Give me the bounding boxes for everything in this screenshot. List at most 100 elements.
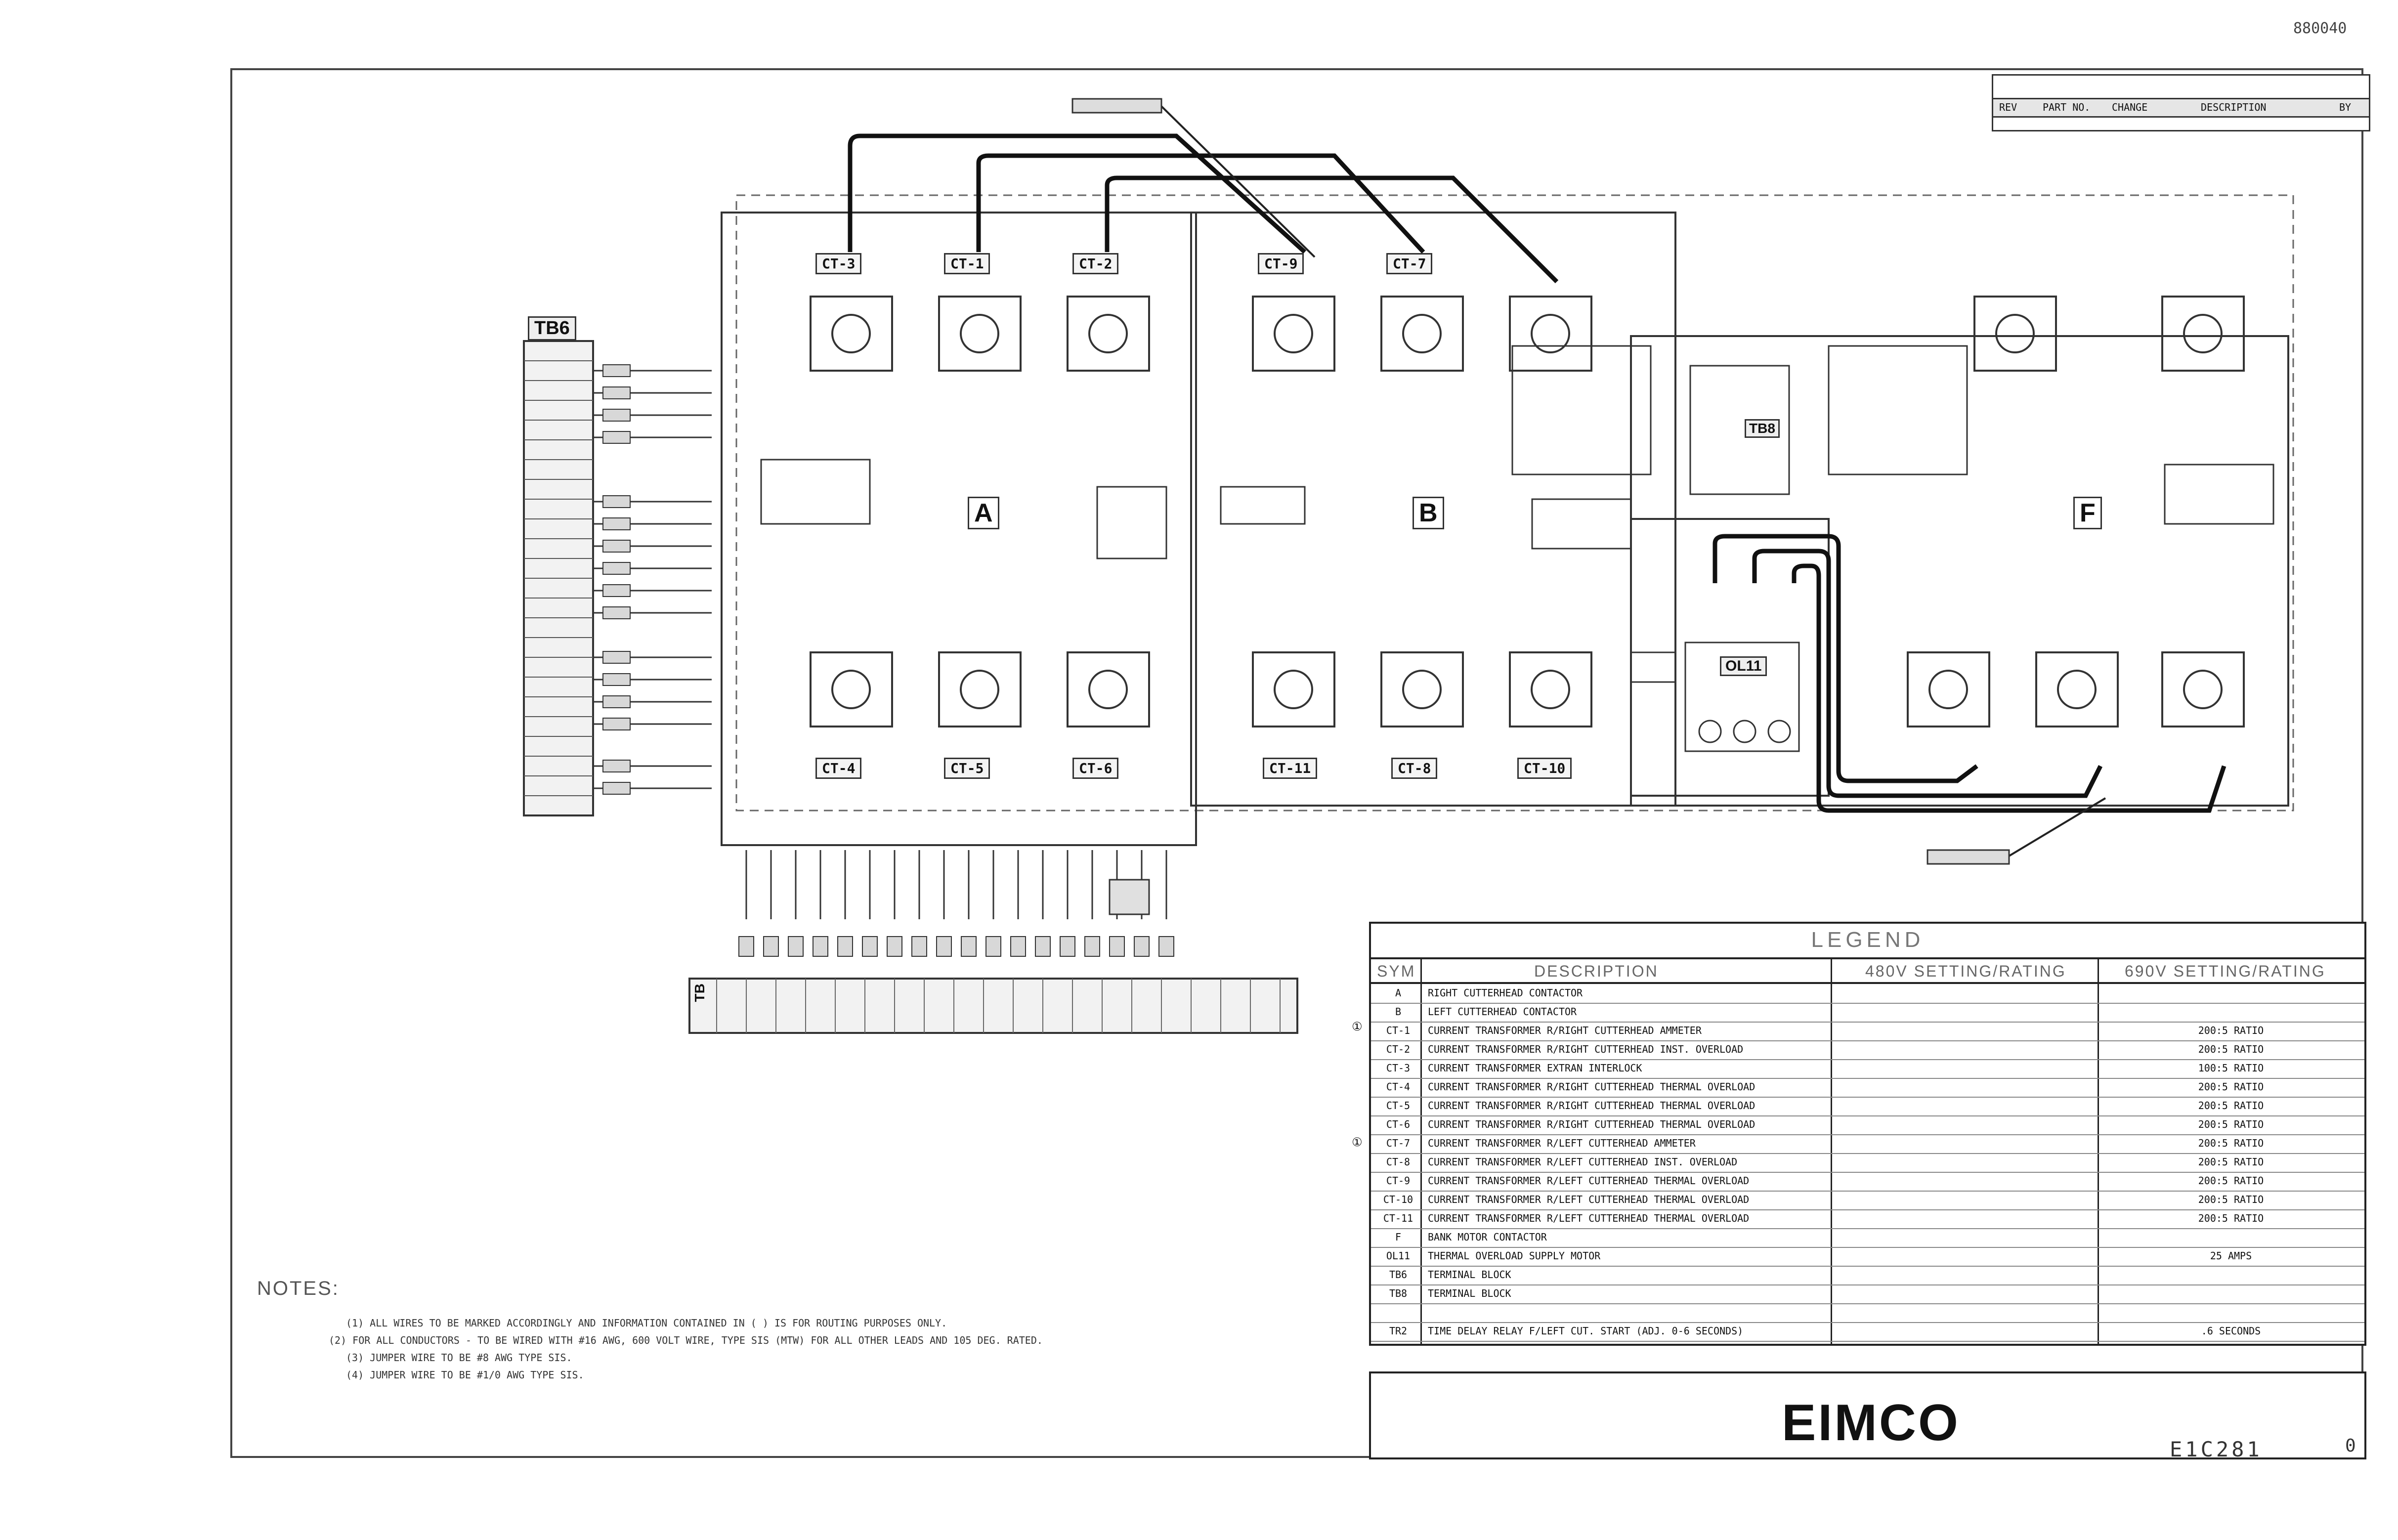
legend-desc: CURRENT TRANSFORMER R/RIGHT CUTTERHEAD T…	[1428, 1081, 1756, 1093]
cable-top-1	[848, 133, 1307, 254]
overload-circles	[1698, 720, 1791, 743]
legend-header: SYM DESCRIPTION 480V SETTING/RATING 690V…	[1371, 957, 2364, 984]
legend-690: 25 AMPS	[2210, 1250, 2252, 1262]
ol11-label: OL11	[1720, 656, 1767, 676]
drawing-number: E1C281	[2170, 1437, 2263, 1461]
note-item: (3) JUMPER WIRE TO BE #8 AWG TYPE SIS.	[346, 1352, 572, 1364]
legend-sym: OL11	[1386, 1250, 1411, 1262]
legend-desc: CURRENT TRANSFORMER EXTRAN INTERLOCK	[1428, 1062, 1642, 1074]
legend-desc: CURRENT TRANSFORMER R/RIGHT CUTTERHEAD T…	[1428, 1100, 1756, 1112]
panel-right	[1630, 335, 2289, 807]
ct-label-bottom: CT-6	[1072, 758, 1119, 779]
ct-label-bottom: CT-5	[944, 758, 990, 779]
legend-690: 200:5 RATIO	[2198, 1175, 2264, 1187]
jumper-block	[1109, 879, 1150, 915]
legend-690: 200:5 RATIO	[2198, 1137, 2264, 1149]
legend-row	[1371, 1303, 2364, 1323]
legend-row: B LEFT CUTTERHEAD CONTACTOR	[1371, 1003, 2364, 1023]
legend-divider	[2098, 957, 2099, 1344]
legend-desc: TIME DELAY RELAY F/LEFT CUT. START (ADJ.…	[1428, 1325, 1744, 1337]
legend-sym: CT-3	[1386, 1062, 1411, 1074]
sheet-border	[230, 68, 2363, 1458]
legend-sym: F	[1395, 1231, 1402, 1243]
rev-col-desc: DESCRIPTION	[2201, 101, 2267, 113]
legend-sym: CT-10	[1383, 1194, 1413, 1205]
legend-desc: TERMINAL BLOCK	[1428, 1287, 1511, 1299]
legend-col-desc: DESCRIPTION	[1534, 962, 1659, 980]
legend-690: 200:5 RATIO	[2198, 1212, 2264, 1224]
company-logo: EIMCO	[1782, 1394, 1960, 1452]
cable-bottom-leader	[2006, 797, 2106, 858]
cable-top-3	[1105, 175, 1559, 284]
tb-bottom-wire-tags	[738, 936, 1174, 957]
tb-bottom-label: TB	[692, 984, 707, 1002]
legend-row: F BANK MOTOR CONTACTOR	[1371, 1228, 2364, 1248]
ct-label-top: CT-1	[944, 253, 990, 274]
enclosure-outline	[735, 194, 2294, 812]
legend-divider	[1420, 957, 1422, 1344]
legend-desc: RIGHT CUTTERHEAD CONTACTOR	[1428, 987, 1583, 999]
legend-desc: BANK MOTOR CONTACTOR	[1428, 1231, 1547, 1243]
legend-desc: CURRENT TRANSFORMER R/LEFT CUTTERHEAD AM…	[1428, 1137, 1696, 1149]
legend-row: A RIGHT CUTTERHEAD CONTACTOR	[1371, 984, 2364, 1004]
ct-label-top: CT-9	[1258, 253, 1304, 274]
tb-bottom-terminals	[716, 979, 1281, 1033]
legend-divider	[1831, 957, 1832, 1344]
tb6-wire-tags	[602, 364, 631, 795]
legend-desc: CURRENT TRANSFORMER R/LEFT CUTTERHEAD IN…	[1428, 1156, 1738, 1168]
revision-block: REV PART NO. CHANGE DESCRIPTION BY	[1992, 74, 2370, 131]
cable-right-1	[1713, 534, 1978, 783]
tb6-label: TB6	[528, 316, 576, 341]
legend-sym: A	[1395, 987, 1402, 999]
cable-tag-top	[1071, 98, 1162, 114]
legend-690: 200:5 RATIO	[2198, 1118, 2264, 1130]
rev-col-by: BY	[2339, 101, 2352, 113]
legend-desc: TERMINAL BLOCK	[1428, 1269, 1511, 1281]
legend-table: LEGEND SYM DESCRIPTION 480V SETTING/RATI…	[1369, 922, 2366, 1346]
legend-sym: CT-6	[1386, 1118, 1411, 1130]
notes-title: NOTES:	[257, 1278, 340, 1299]
legend-690: .6 SECONDS	[2201, 1325, 2261, 1337]
legend-row: OL11 THERMAL OVERLOAD SUPPLY MOTOR 25 AMPS	[1371, 1247, 2364, 1267]
ct-label-top: CT-7	[1386, 253, 1433, 274]
cable-right-2	[1752, 549, 2103, 798]
legend-sym: CT-8	[1386, 1156, 1411, 1168]
cable-right-3	[1792, 563, 2227, 813]
legend-row: CT-3 CURRENT TRANSFORMER EXTRAN INTERLOCK…	[1371, 1059, 2364, 1079]
tb8-label: TB8	[1745, 419, 1780, 438]
legend-col-sym: SYM	[1377, 962, 1416, 980]
legend-690: 200:5 RATIO	[2198, 1156, 2264, 1168]
panel-a	[721, 212, 1197, 846]
rev-col-rev: REV	[1999, 101, 2017, 113]
coil-wiring	[760, 345, 2274, 752]
tb6-terminals	[524, 360, 593, 796]
legend-690: 200:5 RATIO	[2198, 1043, 2264, 1055]
legend-690: 200:5 RATIO	[2198, 1025, 2264, 1036]
rev-col-change: CHANGE	[2112, 101, 2148, 113]
legend-desc: LEFT CUTTERHEAD CONTACTOR	[1428, 1006, 1577, 1018]
note-item: (1) ALL WIRES TO BE MARKED ACCORDINGLY A…	[346, 1317, 947, 1329]
ct-label-bottom: CT-11	[1263, 758, 1318, 779]
legend-desc: THERMAL OVERLOAD SUPPLY MOTOR	[1428, 1250, 1601, 1262]
legend-690: 100:5 RATIO	[2198, 1062, 2264, 1074]
rev-col-part: PART NO.	[2043, 101, 2091, 113]
ct-label-bottom: CT-8	[1391, 758, 1438, 779]
drawing-rev: 0	[2345, 1436, 2356, 1456]
poles-bottom	[810, 651, 2245, 727]
contactor-f-label: F	[2073, 497, 2102, 529]
legend-col-690: 690V SETTING/RATING	[2125, 962, 2326, 980]
revision-header	[1993, 98, 2369, 118]
contactor-b-label: B	[1413, 497, 1444, 529]
legend-690: 200:5 RATIO	[2198, 1194, 2264, 1205]
legend-sym: CT-11	[1383, 1212, 1413, 1224]
ct-label-bottom: CT-10	[1517, 758, 1572, 779]
cable-top-leader	[1160, 105, 1316, 258]
legend-sym: B	[1395, 1006, 1402, 1018]
